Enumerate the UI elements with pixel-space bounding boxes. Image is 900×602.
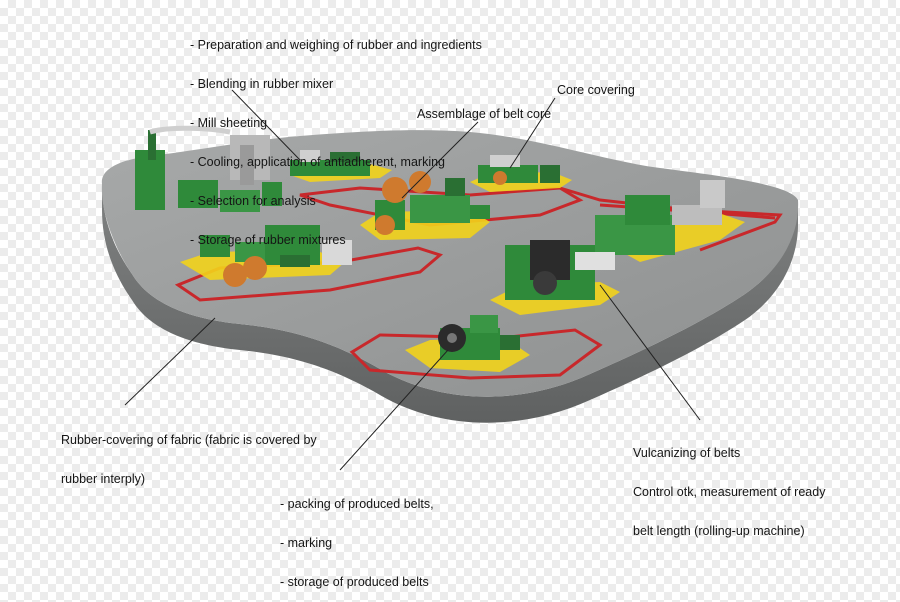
rubber-covering-callout: Rubber-covering of fabric (fabric is cov… — [61, 408, 317, 499]
belt-core-callout: Assemblage of belt core — [417, 107, 552, 121]
belt-core-line — [375, 171, 490, 235]
preparation-line-5: - Selection for analysis — [190, 194, 316, 208]
leader-lines — [124, 89, 701, 471]
floor-slab-side — [102, 184, 798, 423]
packing-line-3: - storage of produced belts — [280, 575, 429, 589]
preparation-line-3: - Mill sheeting — [190, 116, 268, 130]
rubber-covering-line-1: Rubber-covering of fabric (fabric is cov… — [61, 433, 317, 447]
vulcanizing-line-3: belt length (rolling-up machine) — [633, 524, 805, 538]
vulcanizing-callout: Vulcanizing of belts Control otk, measur… — [633, 421, 825, 551]
packing-callout: - packing of produced belts, - marking -… — [280, 472, 434, 602]
preparation-line-6: - Storage of rubber mixtures — [190, 233, 346, 247]
vulcanizing-line-1: Vulcanizing of belts — [633, 446, 741, 460]
packing-line-2: - marking — [280, 536, 333, 550]
preparation-line-2: - Blending in rubber mixer — [190, 77, 334, 91]
vulcanizing-line-2: Control otk, measurement of ready — [633, 485, 826, 499]
packing-station — [438, 315, 520, 360]
calender-line — [200, 225, 352, 287]
preparation-callout: - Preparation and weighing of rubber and… — [190, 13, 482, 260]
preparation-line-4: - Cooling, application of antiadherent, … — [190, 155, 446, 169]
mixing-line — [135, 125, 370, 212]
packing-line-1: - packing of produced belts, — [280, 497, 434, 511]
rubber-covering-line-2: rubber interply) — [61, 472, 146, 486]
core-covering-callout: Core covering — [557, 83, 635, 97]
factory-floor-illustration — [101, 89, 799, 471]
vulcanizing-line — [505, 180, 725, 300]
preparation-line-1: - Preparation and weighing of rubber and… — [190, 38, 482, 52]
